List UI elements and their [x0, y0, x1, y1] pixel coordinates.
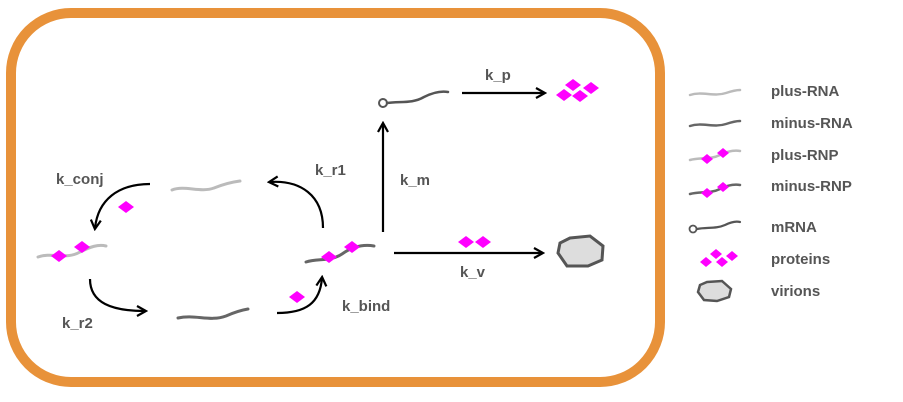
mrna-top — [378, 90, 450, 108]
rate-label-k-v: k_v — [460, 264, 486, 281]
rate-label-k-r1: k_r1 — [315, 162, 346, 179]
legend-mrna: mRNA — [688, 219, 817, 236]
minus-rnp-center — [304, 241, 376, 264]
legend-plus-rnp: plus-RNP — [688, 147, 839, 164]
arrow-k-conj — [95, 182, 151, 228]
rate-label-k-conj: k_conj — [56, 171, 104, 188]
legend-label-proteins: proteins — [771, 251, 830, 268]
legend-minus-rna: minus-RNA — [688, 115, 853, 132]
arrow-k-r2 — [88, 278, 145, 311]
legend-plus-rna: plus-RNA — [688, 83, 839, 100]
cell-membrane — [6, 8, 665, 387]
legend-label-mrna: mRNA — [771, 219, 817, 236]
legend-virions: virions — [696, 279, 820, 303]
plus-rna-top — [170, 179, 242, 192]
rate-label-k-p: k_p — [485, 67, 511, 84]
legend-label-plus-rnp: plus-RNP — [771, 147, 839, 164]
arrow-k-r1 — [270, 182, 325, 229]
rate-label-k-bind: k_bind — [342, 298, 390, 315]
legend-proteins: proteins — [700, 249, 830, 268]
legend-label-minus-rnp: minus-RNP — [771, 178, 852, 195]
legend-label-plus-rna: plus-RNA — [771, 83, 839, 100]
legend-label-minus-rna: minus-RNA — [771, 115, 853, 132]
virion-output — [556, 234, 605, 268]
legend-label-virions: virions — [771, 283, 820, 300]
minus-rna-bottom — [176, 307, 250, 320]
rate-label-k-m: k_m — [400, 172, 430, 189]
plus-rnp-left — [36, 241, 108, 262]
legend-minus-rnp: minus-RNP — [688, 178, 852, 198]
arrow-k-bind — [276, 278, 322, 315]
legend: plus-RNA minus-RNA plus-RNP minus-RNP mR… — [688, 83, 853, 303]
rate-label-k-r2: k_r2 — [62, 315, 93, 332]
